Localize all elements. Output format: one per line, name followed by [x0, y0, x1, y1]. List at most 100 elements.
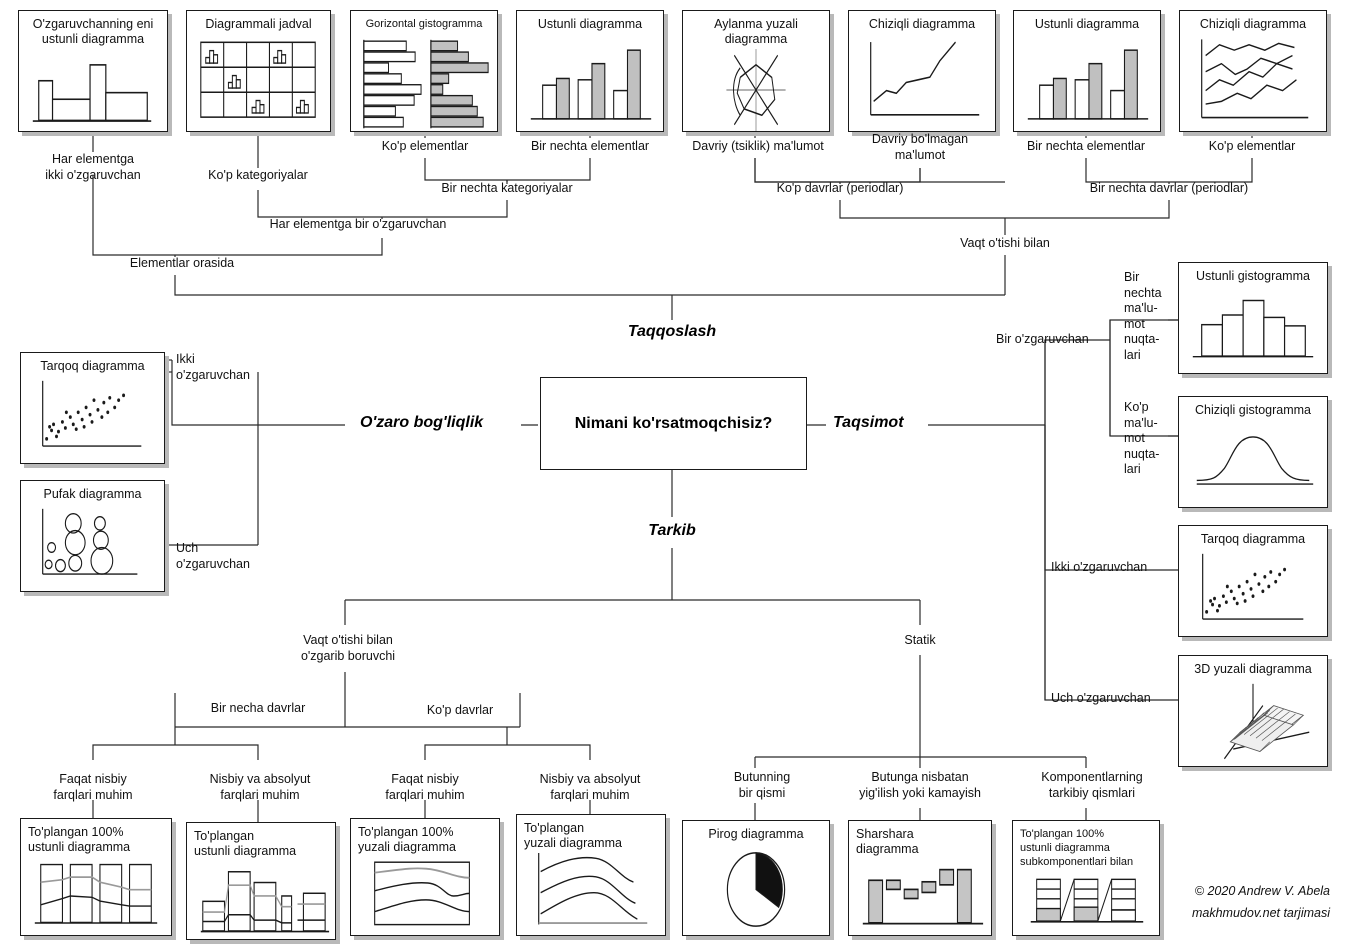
label-two-vars-per-item: Har elementga ikki o'zgaruvchan — [45, 152, 141, 182]
card-title: To'plangan 100% ustunli diagramma — [28, 825, 131, 854]
card-title: To'plangan ustunli diagramma — [194, 829, 297, 858]
card-title: To'plangan 100% yuzali diagramma — [358, 825, 456, 854]
label-many-periods-composition: Ko'p davrlar — [426, 703, 494, 717]
label-few-items-compare: Bir nechta elementlar — [530, 139, 650, 153]
card-scatter-distribution[interactable]: Tarqoq diagramma — [1178, 525, 1328, 637]
label-few-items-time: Bir nechta elementlar — [1026, 139, 1146, 153]
card-stacked-column[interactable]: To'plangan ustunli diagramma — [186, 822, 336, 940]
label-few-periods: Bir nechta davrlar (periodlar) — [1089, 181, 1249, 195]
label-many-items-compare: Ko'p elementlar — [381, 139, 469, 153]
label-many-data-points: Ko'p ma'lu- mot nuqta- lari — [1124, 400, 1160, 476]
card-stacked-100-area[interactable]: To'plangan 100% yuzali diagramma — [350, 818, 500, 936]
thumb-scatter — [21, 376, 164, 463]
card-column-chart-time[interactable]: Ustunli diagramma — [1013, 10, 1161, 132]
card-table-with-charts[interactable]: Diagrammali jadval — [186, 10, 331, 132]
card-title: O'zgaruvchanning eni ustunli diagramma — [32, 17, 154, 46]
card-title: Tarqoq diagramma — [40, 359, 145, 373]
card-title: Diagrammali jadval — [205, 17, 312, 31]
label-few-periods-composition: Bir necha davrlar — [210, 701, 306, 715]
thumb-table-with-charts — [187, 34, 330, 131]
label-noncyclic-data: Davriy bo'lmagan ma'lumot — [871, 132, 969, 162]
card-column-chart[interactable]: Ustunli diagramma — [516, 10, 664, 132]
thumb-stacked-100-subcomponents — [1013, 871, 1159, 935]
label-accumulation: Butunga nisbatan yig'ilish yoki kamayish — [859, 770, 981, 800]
card-title: To'plangan 100% ustunli diagramma subkom… — [1020, 828, 1134, 868]
card-title: Ustunli diagramma — [537, 17, 643, 31]
thumb-circular-area — [683, 49, 829, 131]
credit-line-1: © 2020 Andrew V. Abela — [1194, 884, 1330, 898]
label-among-items: Elementlar orasida — [129, 256, 235, 270]
thumb-column-chart — [517, 34, 663, 131]
label-many-items-time: Ko'p elementlar — [1208, 139, 1296, 153]
card-line-chart-cyclic[interactable]: Chiziqli diagramma — [848, 10, 996, 132]
label-changing-over-time: Vaqt o'tishi bilan o'zgarib boruvchi — [300, 633, 396, 663]
label-two-variables-distribution: Ikki o'zgaruvchan — [1051, 560, 1148, 574]
card-title: Ustunli gistogramma — [1196, 269, 1310, 283]
thumb-line-chart — [849, 34, 995, 131]
thumb-waterfall — [849, 859, 991, 935]
card-bar-chart[interactable]: Gorizontal gistogramma — [350, 10, 498, 132]
card-column-histogram[interactable]: Ustunli gistogramma — [1178, 262, 1328, 374]
label-relative-only-many: Faqat nisbiy farqlari muhim — [385, 772, 465, 802]
thumb-stacked-100-area — [351, 857, 499, 935]
card-title: Gorizontal gistogramma — [365, 18, 483, 30]
thumb-stacked-100-column — [21, 857, 171, 935]
card-title: Ustunli diagramma — [1034, 17, 1140, 31]
label-single-variable: Bir o'zgaruvchan — [996, 332, 1089, 346]
thumb-pie-chart — [683, 844, 829, 935]
thumb-variable-width-column — [19, 49, 167, 131]
label-cyclic-data: Davriy (tsiklik) ma'lumot — [692, 139, 824, 153]
thumb-scatter-distribution — [1179, 549, 1327, 636]
card-title: Sharshara diagramma — [856, 827, 919, 856]
thumb-column-histogram — [1179, 286, 1327, 373]
label-few-data-points: Bir nechta ma'lu- mot nuqta- lari — [1124, 270, 1162, 362]
card-bubble-correlation[interactable]: Pufak diagramma — [20, 480, 165, 592]
card-scatter-correlation[interactable]: Tarqoq diagramma — [20, 352, 165, 464]
card-waterfall[interactable]: Sharshara diagramma — [848, 820, 992, 936]
card-pie-chart[interactable]: Pirog diagramma — [682, 820, 830, 936]
branch-comparison: Taqqoslash — [627, 323, 717, 340]
branch-composition: Tarkib — [648, 522, 696, 539]
thumb-stacked-area — [517, 853, 665, 935]
card-title: Tarqoq diagramma — [1200, 532, 1306, 546]
credit-block: © 2020 Andrew V. Abela makhmudov.net tar… — [1130, 880, 1330, 924]
card-title: To'plangan yuzali diagramma — [524, 821, 622, 850]
label-three-variables: Uch o'zgaruvchan — [176, 541, 250, 571]
thumb-stacked-column — [187, 861, 335, 939]
branch-relationship: O'zaro bog'liqlik — [360, 414, 484, 431]
credit-line-2: makhmudov.net tarjimasi — [1191, 906, 1330, 920]
label-over-time: Vaqt o'tishi bilan — [960, 236, 1050, 250]
label-many-categories: Ko'p kategoriyalar — [208, 168, 308, 182]
label-share-of-total: Butunning bir qismi — [733, 770, 791, 800]
thumb-bar-chart — [351, 33, 497, 131]
card-line-histogram[interactable]: Chiziqli gistogramma — [1178, 396, 1328, 508]
card-title: Aylanma yuzali diagramma — [714, 17, 798, 46]
hub-question: Nimani ko'rsatmoqchisiz? — [540, 377, 807, 470]
card-stacked-100-column[interactable]: To'plangan 100% ustunli diagramma — [20, 818, 172, 936]
card-title: Chiziqli diagramma — [1199, 17, 1307, 31]
card-circular-area[interactable]: Aylanma yuzali diagramma — [682, 10, 830, 132]
card-title: Chiziqli diagramma — [868, 17, 976, 31]
branch-distribution: Taqsimot — [833, 414, 904, 431]
label-components-of-components: Komponentlarning tarkibiy qismlari — [1041, 770, 1143, 800]
label-relative-absolute-many: Nisbiy va absolyut farqlari muhim — [539, 772, 641, 802]
thumb-line-histogram — [1179, 420, 1327, 507]
card-line-chart-many[interactable]: Chiziqli diagramma — [1179, 10, 1327, 132]
card-title: Pirog diagramma — [708, 827, 804, 841]
hub-label: Nimani ko'rsatmoqchisiz? — [574, 414, 773, 432]
card-stacked-100-subcomponents[interactable]: To'plangan 100% ustunli diagramma subkom… — [1012, 820, 1160, 936]
label-few-categories: Bir nechta kategoriyalar — [441, 181, 573, 195]
thumb-column-chart-time — [1014, 34, 1160, 131]
label-relative-absolute-few: Nisbiy va absolyut farqlari muhim — [209, 772, 311, 802]
card-variable-width-column[interactable]: O'zgaruvchanning eni ustunli diagramma — [18, 10, 168, 132]
label-static: Statik — [904, 633, 936, 647]
card-title: Pufak diagramma — [43, 487, 142, 501]
label-relative-only-few: Faqat nisbiy farqlari muhim — [53, 772, 133, 802]
thumb-bubble — [21, 504, 164, 591]
label-three-variables-distribution: Uch o'zgaruvchan — [1051, 691, 1151, 705]
label-one-var-per-item: Har elementga bir o'zgaruvchan — [269, 217, 447, 231]
card-stacked-area[interactable]: To'plangan yuzali diagramma — [516, 814, 666, 936]
card-3d-surface[interactable]: 3D yuzali diagramma — [1178, 655, 1328, 767]
label-many-periods: Ko'p davrlar (periodlar) — [776, 181, 904, 195]
